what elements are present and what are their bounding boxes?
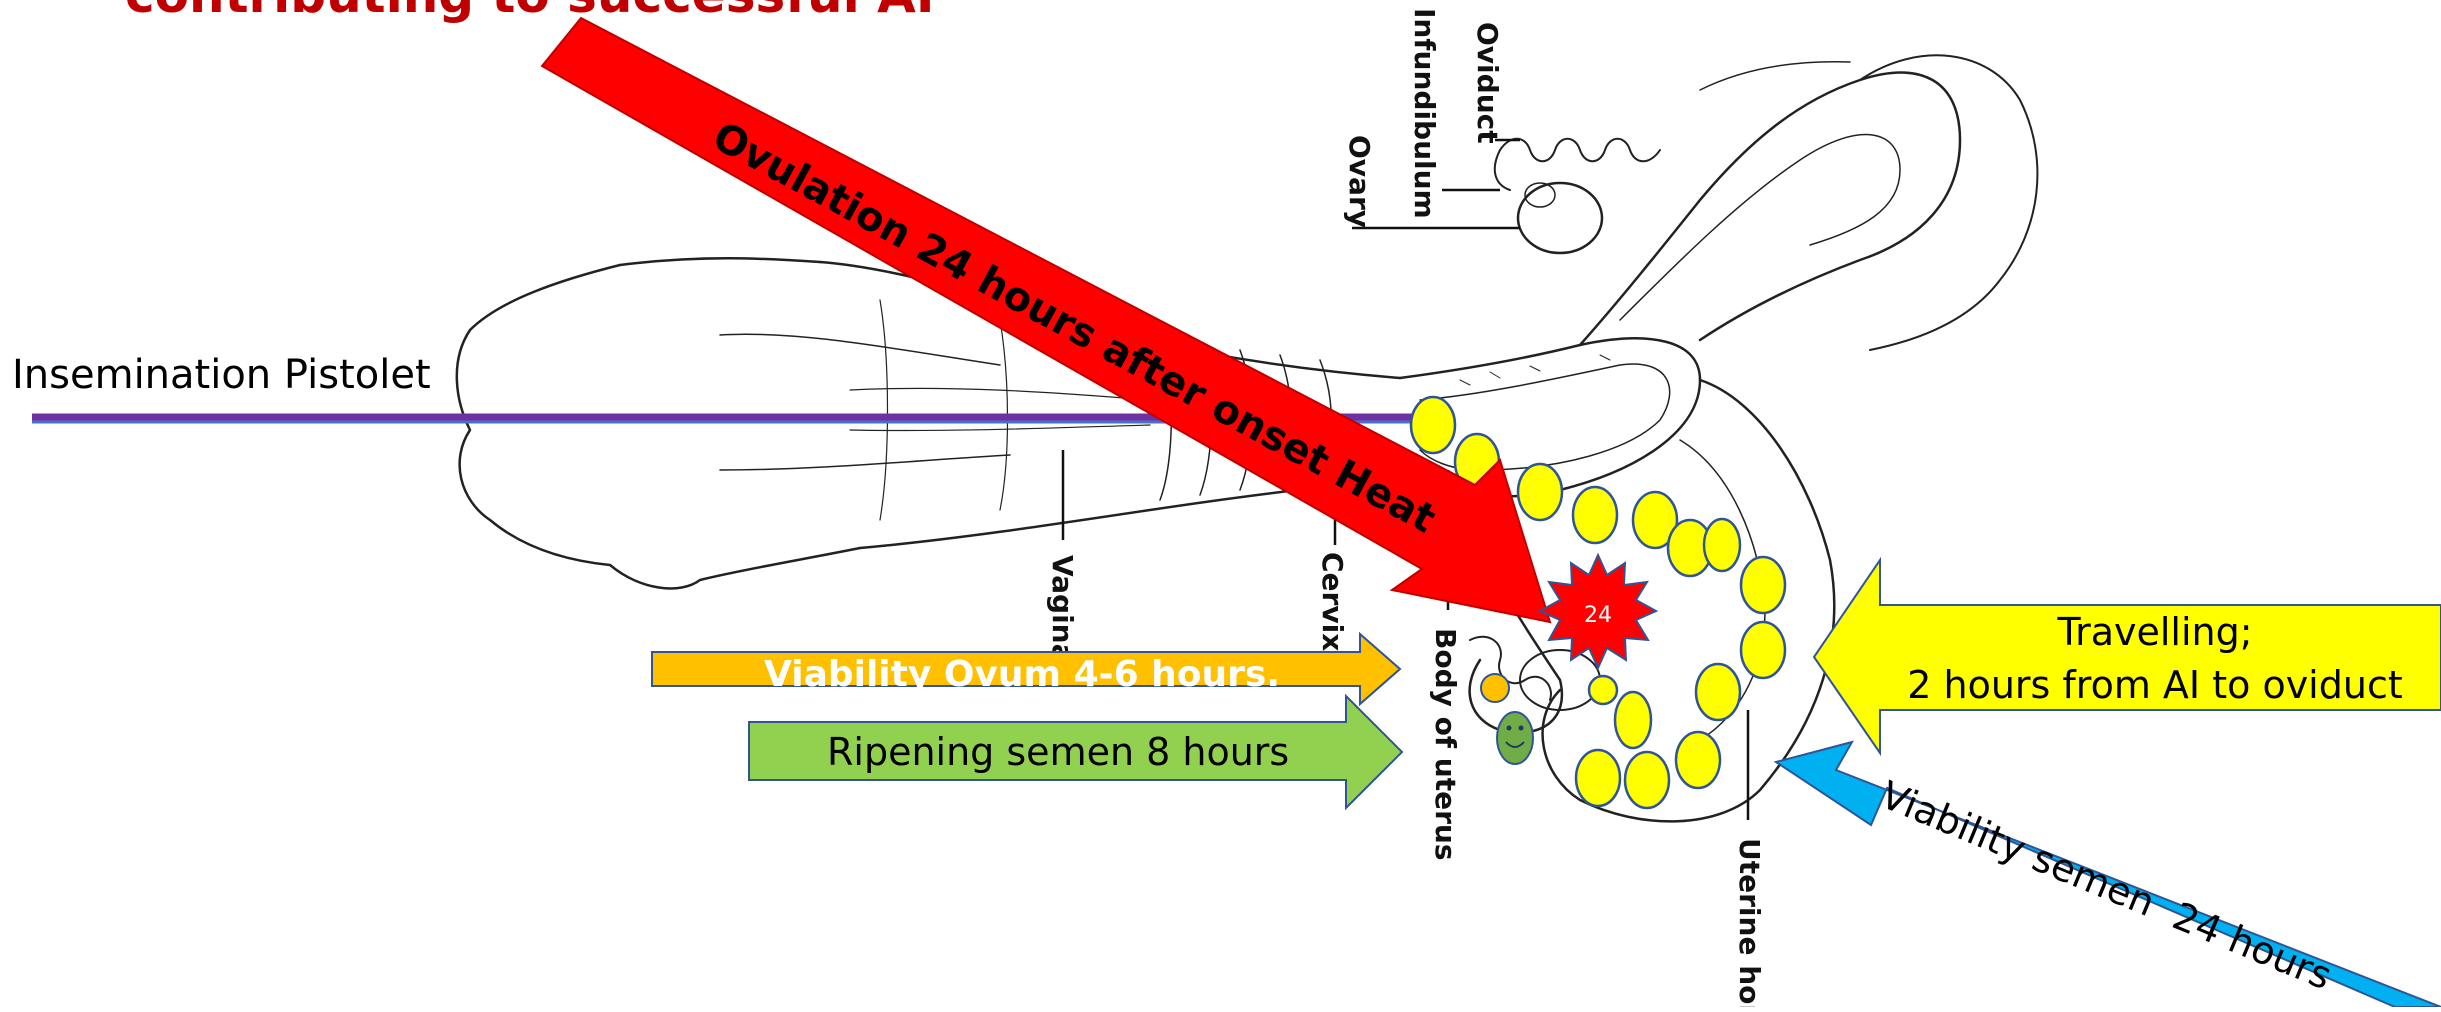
label-vagina: Vagina <box>1046 555 1079 663</box>
label-uterine-horn: Uterine horn <box>1733 838 1766 1007</box>
travelling-arrow <box>1814 560 2441 753</box>
slide-title: contributing to successful AI <box>125 0 934 24</box>
label-oviduct: Oviduct <box>1471 22 1504 144</box>
sperm-cell <box>1589 676 1617 704</box>
label-insemination-pistolet: Insemination Pistolet <box>12 352 431 398</box>
sperm-cell <box>1704 519 1740 571</box>
label-viability-ovum: Viability Ovum 4-6 hours. <box>764 654 1280 695</box>
sperm-cell <box>1576 750 1620 806</box>
label-ovary: Ovary <box>1343 135 1376 228</box>
sperm-cell <box>1741 557 1785 613</box>
label-viability-semen: Viability semen 24 hours <box>1875 773 2338 999</box>
sperm-cell <box>1696 664 1740 720</box>
label-travelling-line2: 2 hours from AI to oviduct <box>1907 663 2402 707</box>
label-ovulation: Ovulation 24 hours after onset Heat <box>705 113 1443 542</box>
label-body-of-uterus: Body of uterus <box>1429 628 1462 861</box>
sperm-cell <box>1615 692 1651 748</box>
label-ripening-semen: Ripening semen 8 hours <box>827 730 1289 774</box>
smiley-icon <box>1497 712 1533 764</box>
sperm-cell <box>1625 752 1669 808</box>
sperm-cell <box>1741 622 1785 678</box>
sperm-cell <box>1676 732 1720 788</box>
ovum-egg <box>1481 674 1509 702</box>
burst-label: 24 <box>1584 603 1612 628</box>
sperm-cell <box>1411 397 1455 453</box>
label-travelling-line1: Travelling; <box>2056 610 2252 654</box>
label-cervix: Cervix <box>1316 552 1349 651</box>
sperm-cell <box>1573 487 1617 543</box>
label-infundibulum: Infundibulum <box>1408 8 1441 219</box>
sperm-cell <box>1518 464 1562 520</box>
